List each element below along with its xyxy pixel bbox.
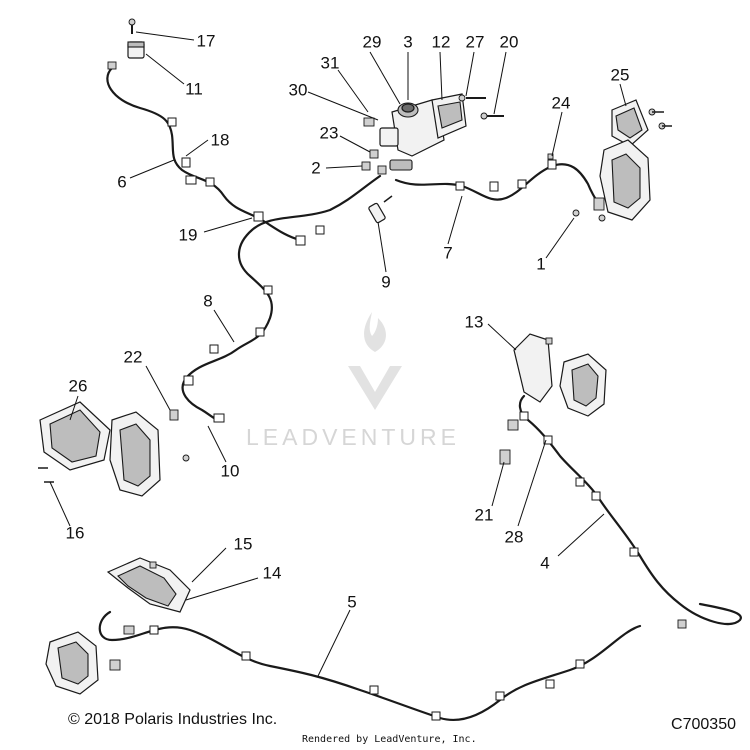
figure-code: C700350	[671, 716, 736, 733]
callout-5: 5	[347, 592, 357, 612]
copyright-notice: © 2018 Polaris Industries Inc.	[68, 711, 278, 728]
callout-26: 26	[68, 376, 88, 396]
callout-25: 25	[610, 65, 630, 85]
callout-20: 20	[499, 32, 519, 52]
callout-15: 15	[233, 534, 253, 554]
callout-18: 18	[210, 130, 230, 150]
callout-7: 7	[443, 243, 453, 263]
clip-11	[127, 18, 145, 59]
callout-23: 23	[319, 123, 339, 143]
callout-2: 2	[311, 158, 321, 178]
callout-27: 27	[465, 32, 485, 52]
callout-4: 4	[540, 553, 550, 573]
callout-10: 10	[220, 461, 240, 481]
callout-6: 6	[117, 172, 127, 192]
left-front-caliper	[38, 401, 190, 497]
right-front-caliper	[572, 99, 672, 222]
callout-29: 29	[362, 32, 382, 52]
hose-5	[45, 557, 642, 722]
callout-31: 31	[320, 53, 340, 73]
watermark-text: LEADVENTURE	[246, 424, 460, 450]
callout-12: 12	[431, 32, 451, 52]
callout-1: 1	[536, 254, 546, 274]
master-cylinder	[361, 93, 504, 224]
callout-24: 24	[551, 93, 571, 113]
callout-9: 9	[381, 272, 391, 292]
callout-28: 28	[504, 527, 524, 547]
rendered-by-credit: Rendered by LeadVenture, Inc.	[302, 734, 477, 745]
callout-16: 16	[65, 523, 85, 543]
callout-21: 21	[474, 505, 494, 525]
leader-lines	[49, 31, 627, 677]
callout-19: 19	[178, 225, 198, 245]
callout-22: 22	[123, 347, 143, 367]
hose-7	[394, 153, 605, 211]
callout-11: 11	[185, 79, 203, 99]
callout-14: 14	[262, 563, 282, 583]
callout-13: 13	[464, 312, 484, 332]
hose-8	[181, 174, 382, 423]
callout-8: 8	[203, 291, 213, 311]
hose-6	[106, 61, 306, 246]
hose-4	[499, 333, 742, 629]
callout-30: 30	[288, 80, 308, 100]
callout-3: 3	[403, 32, 413, 52]
callout-17: 17	[196, 31, 216, 51]
